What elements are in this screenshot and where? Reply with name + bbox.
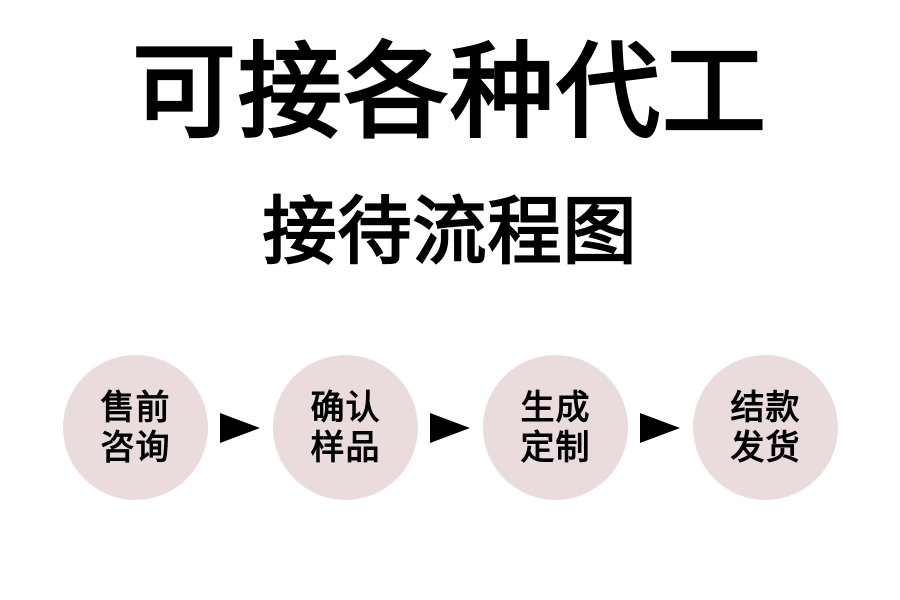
step-confirm-sample: 确认 样品 (273, 355, 418, 500)
step-label-line-2: 咨询 (100, 427, 171, 468)
step-presale-consult: 售前 咨询 (63, 355, 208, 500)
arrow-right-icon (220, 413, 260, 443)
process-flow: 售前 咨询 确认 样品 生成 定制 结款 发货 (0, 355, 900, 500)
step-label-line-1: 生成 (520, 387, 591, 428)
main-title: 可接各种代工 (131, 31, 768, 153)
step-label-line-1: 售前 (100, 387, 171, 428)
arrow-right-icon (430, 413, 470, 443)
step-label-line-1: 确认 (310, 387, 381, 428)
subtitle: 接待流程图 (262, 189, 638, 275)
step-label-line-2: 定制 (520, 427, 591, 468)
step-label-line-2: 样品 (310, 427, 381, 468)
step-label-line-2: 发货 (730, 427, 801, 468)
step-produce-custom: 生成 定制 (483, 355, 628, 500)
step-payment-shipping: 结款 发货 (693, 355, 838, 500)
step-label-line-1: 结款 (730, 387, 801, 428)
arrow-right-icon (640, 413, 680, 443)
